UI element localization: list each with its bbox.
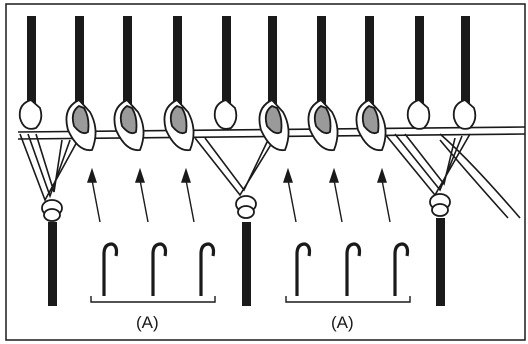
tuck-loop-left — [27, 133, 71, 199]
needle — [123, 16, 132, 104]
tuck-loop-left — [35, 133, 63, 193]
upper-needles — [27, 16, 470, 104]
lower-needle — [48, 222, 57, 306]
shaded-loop — [355, 98, 387, 152]
brackets — [90, 296, 411, 303]
arrow — [283, 167, 297, 223]
yarn-strand — [439, 133, 521, 219]
lower-coils — [41, 193, 451, 222]
arrow — [377, 167, 391, 223]
lower-needle — [242, 222, 251, 306]
coil — [43, 208, 61, 222]
needle — [317, 16, 326, 104]
group-label-left: (A) — [136, 313, 159, 332]
bracket-left — [90, 296, 216, 303]
tuck-loop-right — [384, 133, 471, 197]
tuck-loops — [19, 133, 471, 202]
group-label-right: (A) — [331, 313, 354, 332]
needle — [75, 16, 84, 104]
bracket-right — [285, 296, 411, 303]
arrow — [181, 167, 195, 223]
needle — [27, 16, 36, 104]
hook — [102, 242, 119, 296]
loop — [18, 98, 43, 130]
figure-frame — [5, 3, 526, 341]
arrow — [135, 167, 149, 223]
yarn-strand — [439, 139, 509, 219]
loop — [406, 98, 431, 130]
shaded-loop — [258, 98, 290, 152]
needle — [268, 16, 277, 104]
arrow — [329, 167, 343, 223]
loop — [452, 98, 477, 130]
shaded-loop — [307, 98, 339, 152]
needle — [461, 16, 470, 104]
plain-loops — [18, 98, 477, 130]
lower-needle — [436, 218, 445, 306]
tuck-loop-right — [404, 133, 456, 186]
hook — [393, 242, 410, 296]
hooks — [102, 242, 410, 296]
hook — [345, 242, 362, 296]
hook — [199, 242, 216, 296]
hook — [295, 242, 312, 296]
needle — [173, 16, 182, 104]
loop — [213, 98, 238, 130]
needle — [222, 16, 231, 104]
arrow — [87, 167, 101, 223]
shaded-loop — [113, 98, 145, 152]
coil — [431, 203, 449, 217]
lower-needles — [48, 218, 445, 306]
needle — [365, 16, 374, 104]
shaded-loops — [65, 98, 387, 152]
tuck-loop-middle — [194, 137, 276, 197]
shaded-loop — [163, 98, 195, 152]
tuck-loop-left — [19, 133, 79, 202]
coil — [237, 205, 255, 219]
shaded-loop — [65, 98, 97, 152]
arrows — [87, 167, 391, 223]
tuck-loop-right — [394, 133, 463, 192]
needle — [415, 16, 424, 104]
tuck-loop-middle — [204, 137, 269, 192]
hook — [151, 242, 168, 296]
